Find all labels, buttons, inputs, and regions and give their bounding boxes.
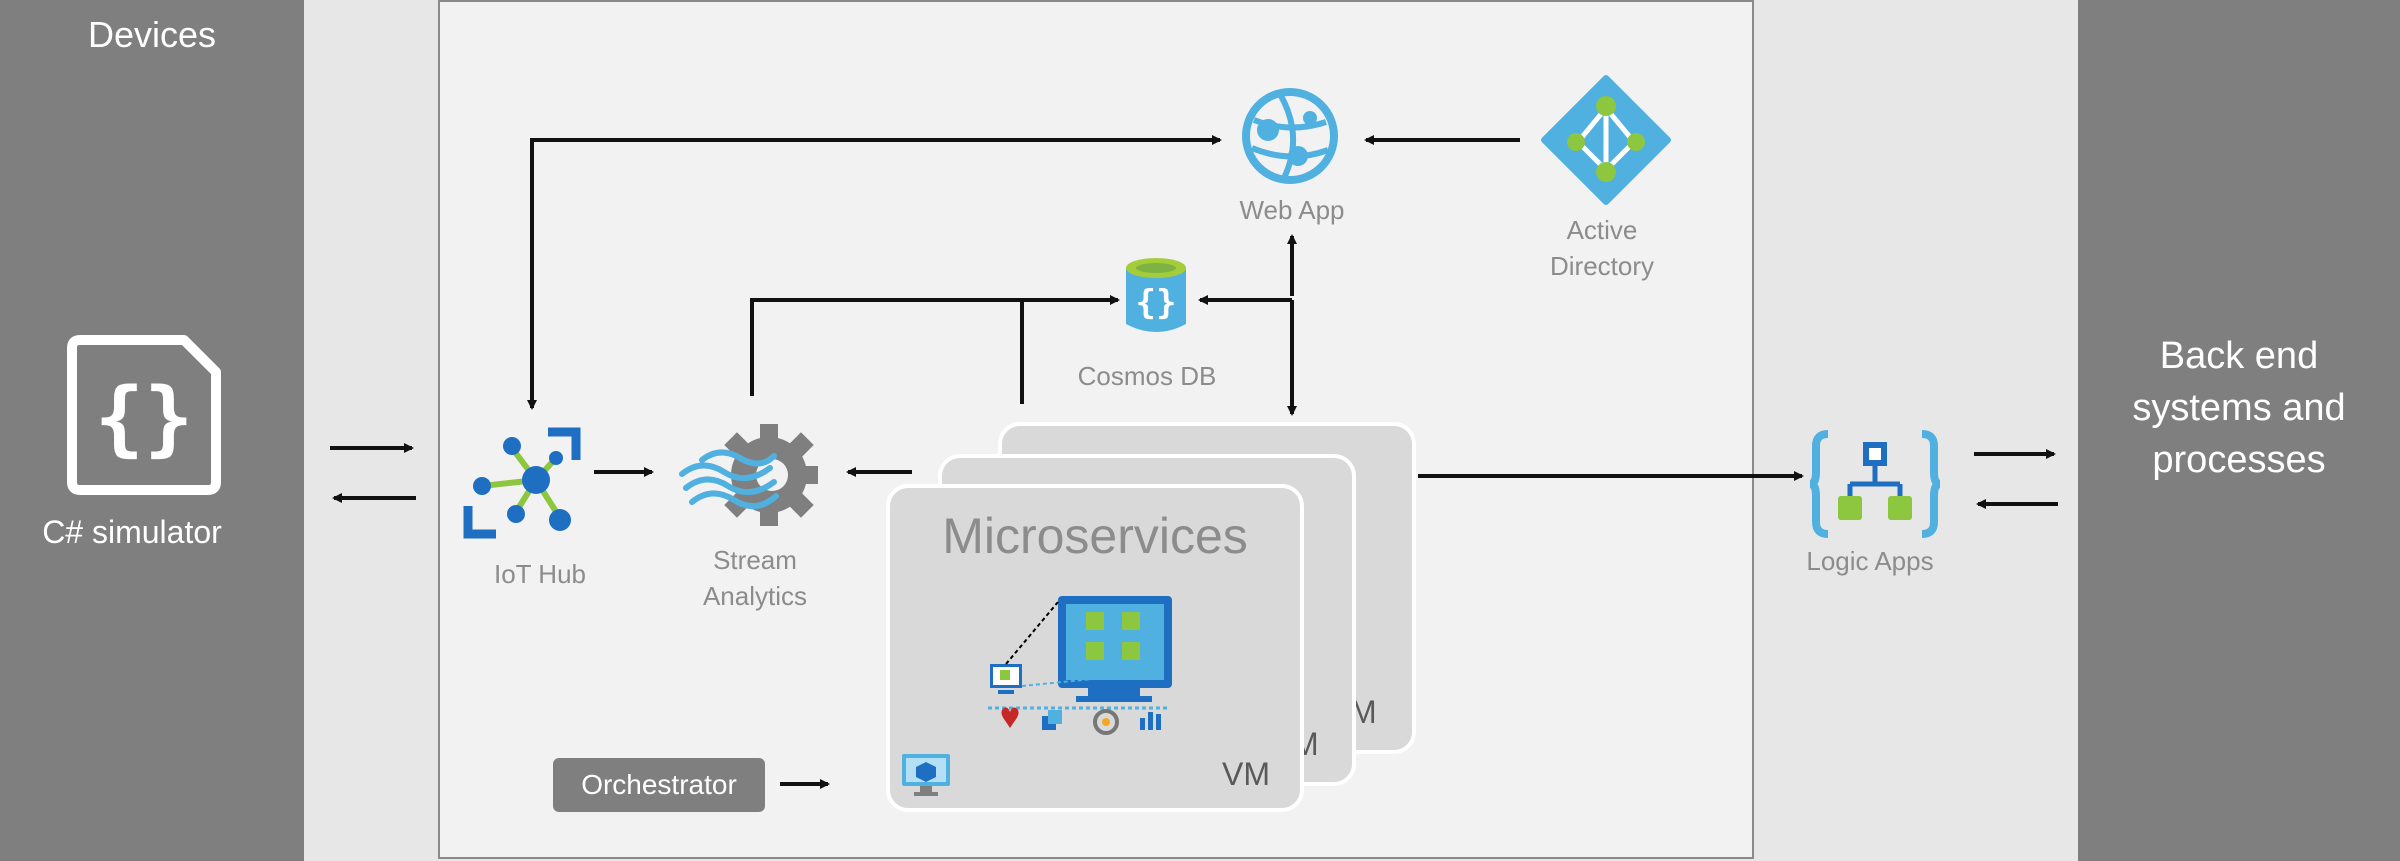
microservices-title: Microservices [942,508,1248,564]
right-gutter [1754,0,2078,861]
stream-analytics-label: Stream Analytics [702,545,808,611]
iot-hub-label: IoT Hub [493,559,586,589]
web-app-label: Web App [1239,195,1345,225]
devices-title: Devices [87,14,217,55]
backend-label: Back end systems and processes [2132,335,2346,481]
vm-icon [902,754,950,796]
stream-analytics-icon[interactable] [678,420,820,530]
logic-apps-icon[interactable] [1810,430,1940,538]
microservices-monitor-icon [988,596,1172,735]
active-directory-icon[interactable] [1540,74,1672,206]
svg-text:{}: {} [95,371,194,466]
web-app-icon[interactable] [1240,86,1340,186]
arrow-stream-to-cosmos [750,295,1120,396]
active-directory-label: Active Directory [1549,215,1654,281]
arrow-webapp-iot-link [530,135,1222,408]
iot-hub-icon[interactable] [460,424,584,544]
code-file-icon: {} [67,335,221,495]
backend-panel [2078,0,2400,861]
cosmos-db-icon[interactable]: {} [1122,254,1190,338]
orchestrator-button[interactable]: Orchestrator [553,758,765,812]
logic-apps-label: Logic Apps [1806,546,1934,576]
svg-text:{}: {} [1136,283,1177,323]
vm-label-front: VM [1222,756,1270,792]
cosmos-db-label: Cosmos DB [1077,361,1217,391]
devices-panel [0,0,304,861]
simulator-label: C# simulator [42,514,222,550]
left-gutter [304,0,438,861]
